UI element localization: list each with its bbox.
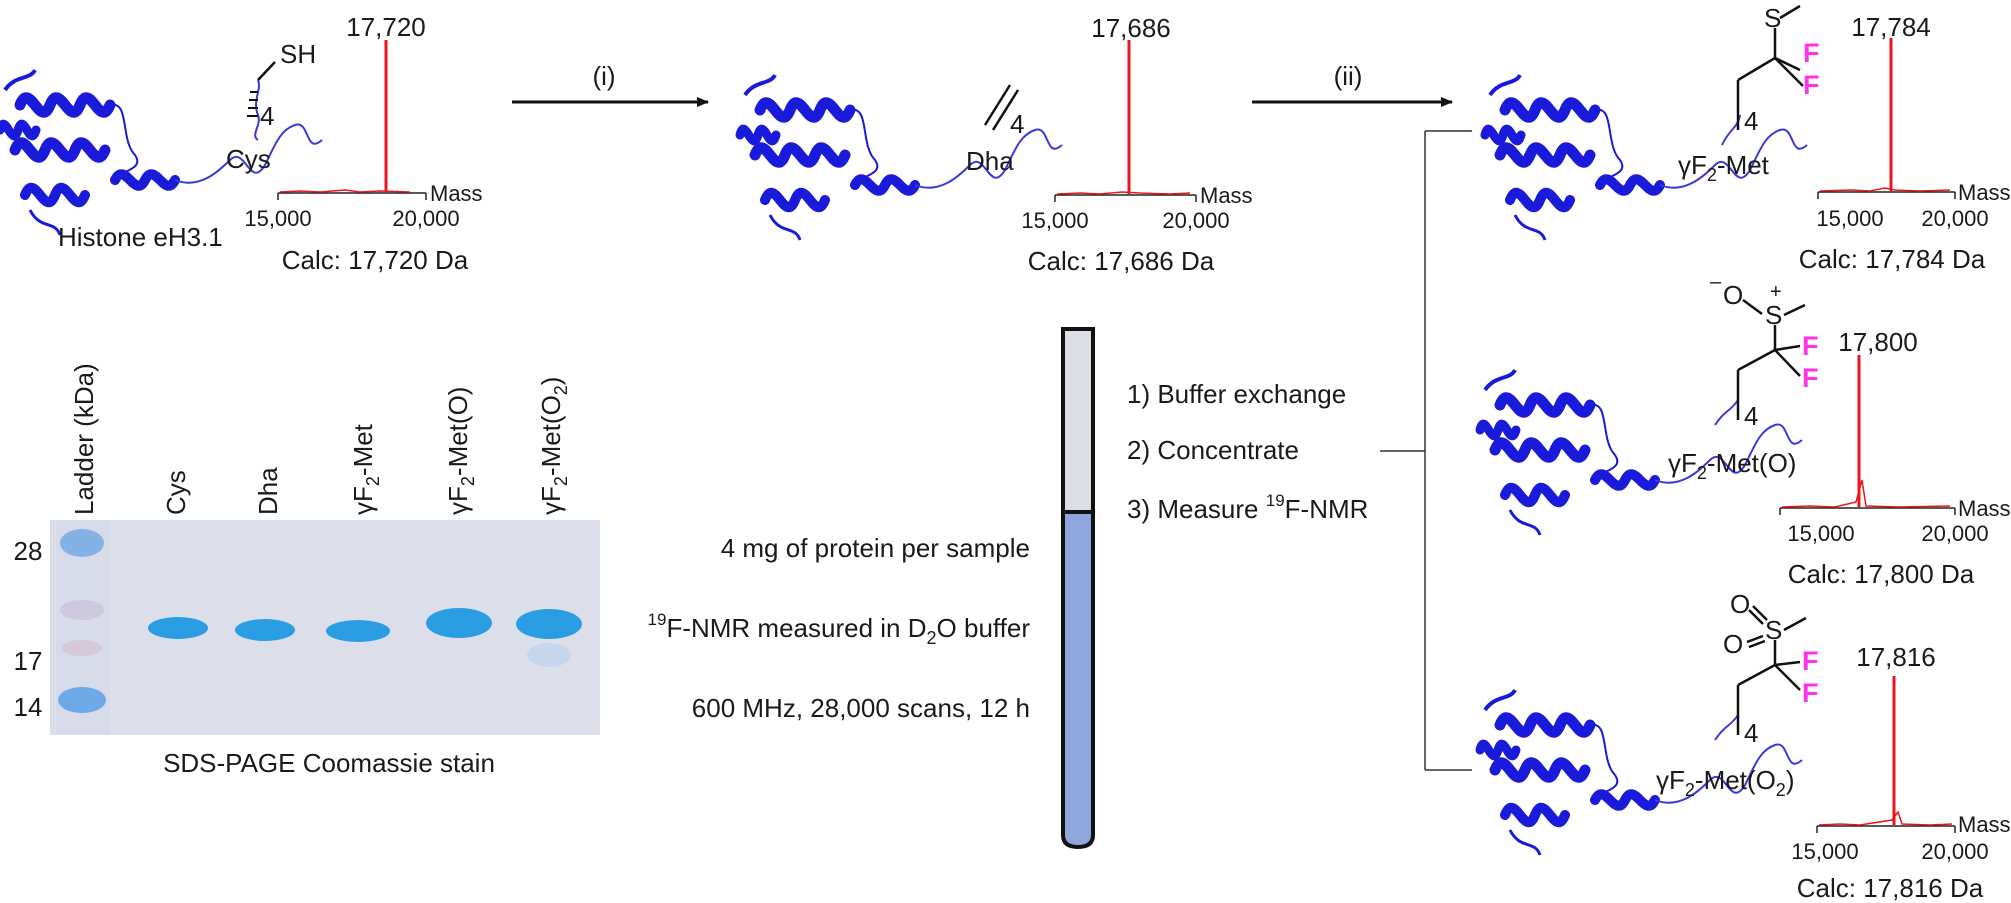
lane-label-ladder: Ladder (kDa) bbox=[69, 363, 99, 515]
sulfur-atom: S bbox=[1765, 615, 1782, 645]
axis-label-mass: Mass bbox=[1958, 180, 2011, 205]
tick-label: 15,000 bbox=[1021, 208, 1088, 233]
tick-label: 15,000 bbox=[1791, 839, 1858, 864]
mass-spectrum-f2-met-o2 bbox=[1816, 676, 1956, 833]
marker-14: 14 bbox=[14, 692, 43, 722]
marker-28: 28 bbox=[14, 536, 43, 566]
protein-f2-met bbox=[1485, 4, 1807, 240]
lane-label-f2-met-o: γF2-Met(O) bbox=[443, 387, 478, 515]
peak-label-f2-met-o2: 17,816 bbox=[1856, 642, 1936, 672]
residue-label-dha: Dha bbox=[966, 146, 1014, 176]
residue-position-label: 4 bbox=[1744, 718, 1758, 748]
condition-buffer: 19F-NMR measured in D2O buffer bbox=[648, 610, 1031, 648]
residue-position-label: 4 bbox=[1010, 109, 1024, 139]
lane-label-f2-met: γF2-Met bbox=[348, 423, 383, 515]
nmr-tube bbox=[1061, 327, 1095, 850]
peak-label-start: 17,720 bbox=[346, 12, 426, 42]
nmr-step-2: 2) Concentrate bbox=[1127, 435, 1299, 465]
residue-label-cys: Cys bbox=[226, 144, 271, 174]
step-label-ii: (ii) bbox=[1334, 61, 1363, 91]
calc-mass-dha: Calc: 17,686 Da bbox=[1028, 246, 1215, 276]
protein-f2-met-o bbox=[1480, 298, 1805, 535]
tick-label: 15,000 bbox=[244, 206, 311, 231]
calc-mass-start: Calc: 17,720 Da bbox=[282, 245, 469, 275]
axis-label-mass: Mass bbox=[1200, 183, 1253, 208]
fluorine-atom: F bbox=[1802, 646, 1819, 676]
calc-mass-f2-met-o: Calc: 17,800 Da bbox=[1788, 559, 1975, 589]
fluorine-atom: F bbox=[1803, 70, 1820, 100]
mass-spectrum-start bbox=[277, 40, 427, 200]
protein-f2-met-o2 bbox=[1480, 605, 1806, 855]
axis-label-mass: Mass bbox=[1958, 496, 2011, 521]
nmr-step-3: 3) Measure 19F-NMR bbox=[1127, 491, 1368, 524]
sulfur-atom: S bbox=[1765, 300, 1782, 330]
residue-label-f2-met-o: γF2-Met(O) bbox=[1668, 448, 1796, 483]
mass-spectrum-dha bbox=[1054, 40, 1197, 202]
thiol-group-label: SH bbox=[280, 39, 316, 69]
tick-label: 20,000 bbox=[1162, 208, 1229, 233]
mass-spectrum-f2-met-o bbox=[1779, 355, 1956, 515]
condition-instrument: 600 MHz, 28,000 scans, 12 h bbox=[692, 693, 1030, 723]
peak-label-f2-met-o: 17,800 bbox=[1838, 327, 1918, 357]
tick-label: 20,000 bbox=[1921, 206, 1988, 231]
tick-label: 20,000 bbox=[392, 206, 459, 231]
step-label-i: (i) bbox=[592, 61, 615, 91]
tick-label: 15,000 bbox=[1787, 521, 1854, 546]
fluorine-atom: F bbox=[1802, 363, 1819, 393]
fluorine-atom: F bbox=[1802, 678, 1819, 708]
mass-spectrum-f2-met bbox=[1817, 38, 1956, 199]
peak-label-f2-met: 17,784 bbox=[1851, 12, 1931, 42]
residue-label-f2-met-o2: γF2-Met(O2) bbox=[1656, 765, 1794, 800]
calc-mass-f2-met-o2: Calc: 17,816 Da bbox=[1797, 873, 1984, 903]
charge-minus: – bbox=[1710, 271, 1722, 293]
gel-image bbox=[50, 520, 600, 735]
tick-label: 20,000 bbox=[1921, 839, 1988, 864]
fluorine-atom: F bbox=[1802, 331, 1819, 361]
protein-name-label: Histone eH3.1 bbox=[58, 222, 223, 252]
sulfur-atom: S bbox=[1764, 3, 1781, 33]
marker-17: 17 bbox=[14, 646, 43, 676]
gel-caption: SDS-PAGE Coomassie stain bbox=[163, 748, 495, 778]
peak-label-dha: 17,686 bbox=[1091, 13, 1171, 43]
residue-position-label: 4 bbox=[1744, 401, 1758, 431]
lane-label-f2-met-o2: γF2-Met(O2) bbox=[536, 377, 571, 515]
calc-mass-f2-met: Calc: 17,784 Da bbox=[1799, 244, 1986, 274]
residue-label-f2-met: γF2-Met bbox=[1678, 150, 1770, 185]
lane-label-cys: Cys bbox=[161, 470, 191, 515]
protein-cys bbox=[0, 61, 322, 235]
lane-label-dha: Dha bbox=[253, 467, 283, 515]
residue-position-label: 4 bbox=[260, 101, 274, 131]
condition-amount: 4 mg of protein per sample bbox=[721, 533, 1030, 563]
protein-dha bbox=[740, 75, 1062, 240]
oxygen-atom: O bbox=[1723, 280, 1743, 310]
oxygen-atom: O bbox=[1723, 629, 1743, 659]
charge-plus: + bbox=[1770, 281, 1782, 303]
tick-label: 20,000 bbox=[1921, 521, 1988, 546]
nmr-step-1: 1) Buffer exchange bbox=[1127, 379, 1346, 409]
tick-label: 15,000 bbox=[1816, 206, 1883, 231]
axis-label-mass: Mass bbox=[1958, 812, 2011, 837]
oxygen-atom: O bbox=[1730, 589, 1750, 619]
residue-position-label: 4 bbox=[1744, 106, 1758, 136]
fluorine-atom: F bbox=[1803, 38, 1820, 68]
product-bracket bbox=[1380, 130, 1472, 771]
axis-label-mass: Mass bbox=[430, 181, 483, 206]
